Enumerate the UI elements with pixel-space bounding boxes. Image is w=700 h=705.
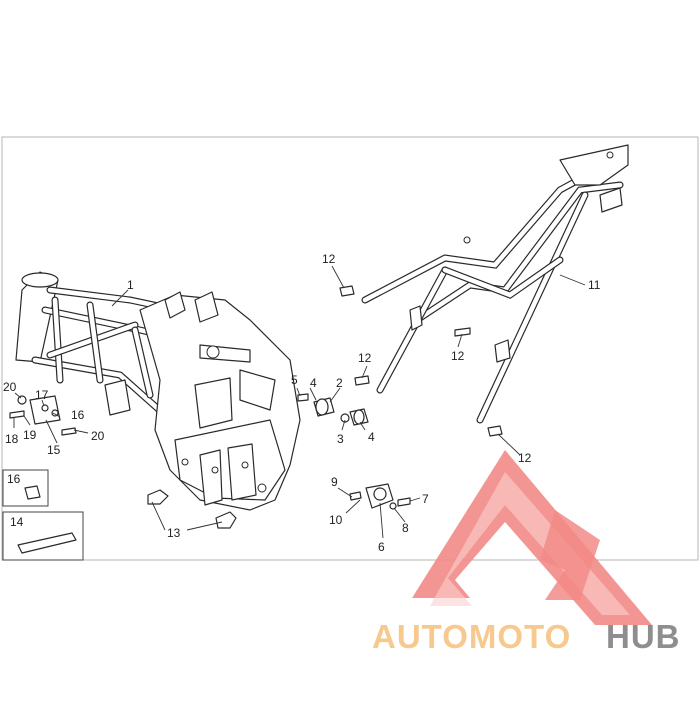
watermark-text-part2: HUB [606,618,681,655]
callout-18: 18 [5,432,19,446]
callout-10: 10 [329,513,343,527]
callout-17: 17 [35,388,49,402]
callout-20b: 20 [91,429,105,443]
main-frame [15,271,301,511]
callout-4a: 4 [310,376,317,390]
callout-12a: 12 [322,252,336,266]
kit-box-16 [2,469,49,507]
callout-5: 5 [291,373,298,387]
callout-6: 6 [378,540,385,554]
watermark-text-part1: AUTOMOTO [372,618,571,655]
callout-13: 13 [167,526,181,540]
callout-14: 14 [10,515,24,529]
callout-12c: 12 [451,349,465,363]
callout-2: 2 [336,376,343,390]
callout-20a: 20 [3,380,17,394]
kit-box-14 [2,511,84,561]
rear-subframe [361,144,629,424]
rear-bracket [559,144,629,186]
callout-1: 1 [127,278,134,292]
callout-15: 15 [47,443,61,457]
left-small-parts [9,395,237,529]
sensor-6 [349,483,411,510]
pad-14 [17,532,77,554]
callout-4b: 4 [368,430,375,444]
callout-19: 19 [23,428,37,442]
steering-head-top [21,272,59,288]
diagram-border [1,136,699,561]
callout-7: 7 [422,492,429,506]
callout-12b: 12 [358,351,372,365]
callout-3: 3 [337,432,344,446]
callouts: 1 2 3 4 4 5 6 7 8 9 10 11 12 12 12 12 13… [3,252,601,554]
callout-12d: 12 [518,451,532,465]
callout-9: 9 [331,475,338,489]
center-small-parts [297,285,503,437]
leader-lines [13,265,586,539]
watermark-logo [412,450,652,625]
callout-8: 8 [402,521,409,535]
callout-16a: 16 [7,472,21,486]
callout-16b: 16 [71,408,85,422]
callout-11: 11 [588,278,601,292]
